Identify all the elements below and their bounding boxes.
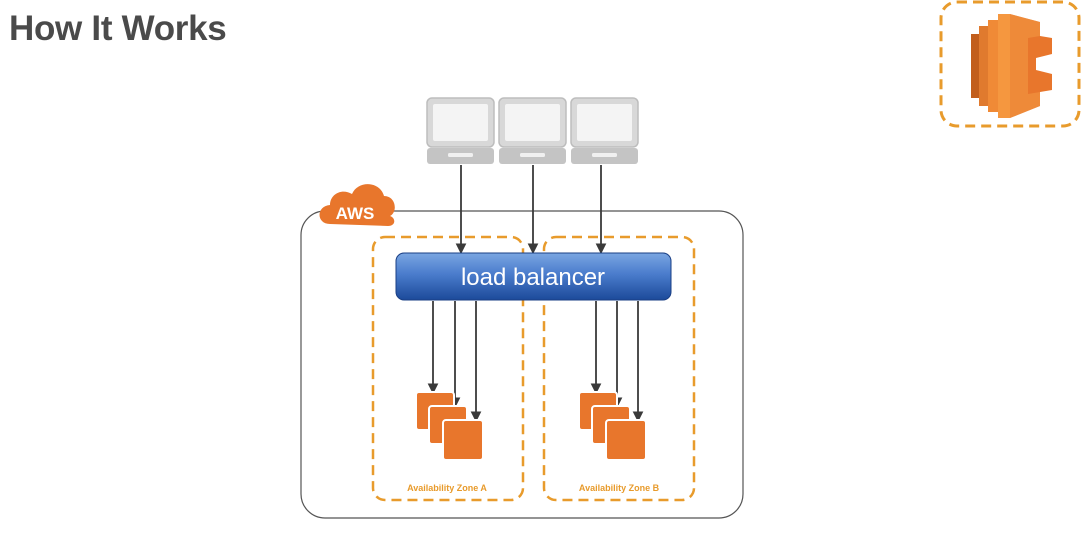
availability-zone-b: [542, 235, 696, 502]
laptop-icon: [570, 97, 639, 164]
zone-a-label: Availability Zone A: [407, 483, 487, 493]
ec2-instances-icon: [578, 391, 647, 461]
aws-cloud-label: AWS: [336, 204, 375, 223]
elb-logo: [939, 0, 1081, 128]
laptop-icon: [426, 97, 495, 164]
client-laptop-2: [498, 97, 567, 164]
elastic-load-balancing-icon: [971, 14, 1052, 118]
client-laptop-1: [426, 97, 495, 164]
availability-zone-a: [371, 235, 525, 502]
aws-cloud-badge: AWS: [319, 184, 395, 226]
ec2-instances-icon: [415, 391, 484, 461]
load-balancer-label: load balancer: [461, 264, 605, 291]
zone-b-label: Availability Zone B: [579, 483, 660, 493]
page-title: How It Works: [9, 9, 227, 48]
client-laptop-3: [570, 97, 639, 164]
load-balancer: load balancer: [395, 252, 672, 301]
laptop-icon: [498, 97, 567, 164]
instance-group-a: [415, 391, 484, 461]
instance-group-b: [578, 391, 647, 461]
